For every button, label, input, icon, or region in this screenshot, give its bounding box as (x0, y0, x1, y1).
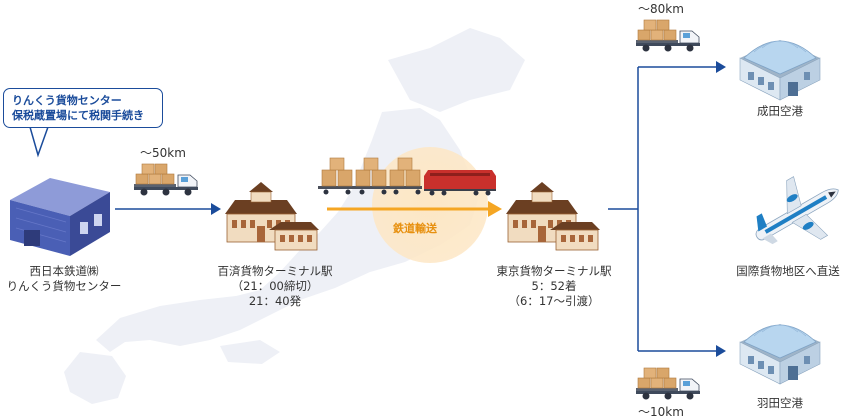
airplane-icon (755, 176, 839, 245)
rail-highlight-glow (372, 147, 488, 263)
kudara-terminal-icon (224, 181, 320, 251)
freight-train-icon (318, 157, 496, 196)
branch-arrows (608, 66, 718, 352)
truck-icon (133, 163, 199, 196)
narita-label: 成田空港 (757, 104, 803, 118)
haneda-hangar-icon (739, 323, 821, 385)
tokyo-label: 東京貨物ターミナル駅 5：52着 （6：17～引渡） (496, 264, 612, 308)
narita-hangar-icon (739, 39, 821, 101)
callout-line-1: りんくう貨物センター (12, 94, 122, 107)
tokyo-terminal-icon (505, 181, 601, 251)
japan-map (64, 28, 525, 404)
origin-label: 西日本鉄道㈱ りんくう貨物センター (6, 264, 122, 293)
kudara-label: 百済貨物ターミナル駅 （21：00締切） 21：40発 (217, 264, 333, 308)
haneda-label: 羽田空港 (757, 396, 803, 410)
truck-icon (635, 367, 701, 400)
callout-line-2: 保税蔵置場にて税関手続き (12, 109, 144, 122)
rail-transport-label: 鉄道輸送 (393, 222, 437, 235)
truck-icon (635, 19, 701, 52)
haneda-distance: ～10km (638, 405, 684, 419)
truck1-distance: ～50km (140, 146, 186, 160)
intl-cargo-label: 国際貨物地区へ直送 (736, 264, 840, 278)
warehouse-icon (10, 178, 110, 256)
narita-distance: ～80km (638, 2, 684, 16)
customs-callout: りんくう貨物センター 保税蔵置場にて税関手続き (3, 88, 163, 128)
